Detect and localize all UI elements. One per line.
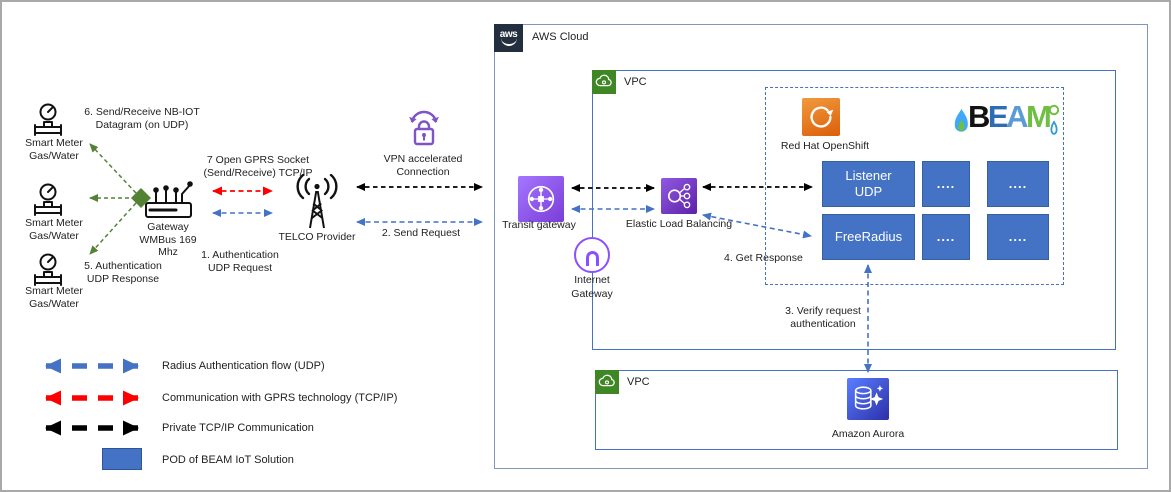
get-response-note: 4. Get Response: [724, 252, 803, 264]
auth-response-note: 5. Authentication UDP Response: [63, 260, 183, 285]
pod-placeholder-3: ....: [922, 214, 970, 260]
vpc2-label: VPC: [627, 376, 650, 388]
transit-gateway-glyph: [527, 185, 555, 213]
smart-meter-line1: Smart Meter: [25, 137, 83, 149]
smart-meter-label-2: Smart Meter Gas/Water: [9, 217, 99, 242]
pod-placeholder-1: ....: [922, 161, 970, 207]
smart-meter-label-3: Smart Meter Gas/Water: [9, 285, 99, 310]
vpn-connection-note: VPN accelerated Connection: [363, 153, 483, 178]
pod-freeradius-label: FreeRadius: [834, 229, 903, 244]
legend-label-pod: POD of BEAM IoT Solution: [162, 454, 294, 466]
pod-listener-line2: UDP: [854, 184, 883, 199]
smart-meter-line2: Gas/Water: [29, 149, 79, 162]
elb-glyph: [667, 183, 691, 209]
vpn-line1: VPN accelerated: [383, 153, 463, 165]
internet-gateway-line1: Internet: [574, 274, 610, 286]
gprs-socket-note: 7 Open GPRS Socket (Send/Receive) TCP/IP: [188, 154, 328, 179]
smart-meter-icon: [34, 253, 62, 286]
beam-flame-icon: [954, 109, 968, 132]
aurora-glyph: [854, 385, 884, 410]
telco-tower-icon: [296, 174, 338, 229]
aws-smile-icon: [500, 38, 517, 46]
internet-gateway-icon: [574, 237, 610, 273]
nb-iot-note: 6. Send/Receive NB-IOT Datagram (on UDP): [62, 106, 222, 131]
auth-response-line1: 5. Authentication: [84, 260, 162, 272]
openshift-label: Red Hat OpenShift: [780, 140, 870, 152]
pod-placeholder-4: ....: [987, 214, 1049, 260]
transit-gateway-label: Transit gateway: [502, 219, 576, 231]
vpn-line2: Connection: [396, 165, 450, 178]
smart-meter-icon: [34, 183, 62, 216]
beam-letter-a: A: [1006, 99, 1028, 134]
beam-logo: BEAM: [968, 99, 1052, 134]
smart-meter-line1: Smart Meter: [25, 217, 83, 229]
vpc1-label: VPC: [624, 76, 647, 88]
internet-gateway-line2: Gateway: [571, 287, 613, 300]
pod-listener-udp: Listener UDP: [822, 161, 915, 207]
auth-request-note: 1. Authentication UDP Request: [180, 249, 300, 274]
vpc2-box: [595, 370, 1118, 450]
elb-icon: [661, 178, 697, 214]
nb-iot-line1: 6. Send/Receive NB-IOT: [84, 106, 200, 118]
beam-letter-e: E: [987, 99, 1009, 134]
elb-label: Elastic Load Balancing: [625, 218, 733, 230]
aws-logo-icon: aws: [494, 24, 523, 52]
internet-gateway-label: Internet Gateway: [552, 274, 632, 301]
legend-label-gprs: Communication with GPRS technology (TCP/…: [162, 392, 398, 404]
auth-response-line2: UDP Response: [86, 272, 160, 285]
pod-dots: ....: [1008, 229, 1028, 244]
transit-gateway-icon: [518, 176, 564, 222]
gprs-line1: 7 Open GPRS Socket: [206, 154, 310, 166]
pod-dots: ....: [936, 229, 956, 244]
beam-droplets-icon: [1048, 104, 1060, 135]
verify-request-note: 3. Verify request authentication: [763, 305, 883, 330]
aws-cloud-label: AWS Cloud: [532, 31, 589, 43]
gateway-line1: Gateway: [147, 221, 189, 233]
openshift-arrows-glyph: [810, 106, 834, 128]
pod-freeradius: FreeRadius: [822, 214, 915, 260]
pod-listener-line1: Listener: [845, 168, 892, 183]
gateway-label: Gateway WMBus 169 Mhz: [123, 221, 213, 259]
smart-meter-line1: Smart Meter: [25, 285, 83, 297]
vpc-cloud-icon: [595, 74, 612, 87]
beam-letter-m: M: [1025, 99, 1052, 134]
vpc2-icon: [595, 370, 619, 394]
pod-dots: ....: [936, 176, 956, 191]
gateway-line3: Mhz: [158, 246, 178, 258]
nb-iot-line2: Datagram (on UDP): [95, 118, 189, 131]
beam-letter-b: B: [968, 99, 990, 134]
gprs-line2: (Send/Receive) TCP/IP: [203, 166, 313, 179]
vpc1-icon: [592, 70, 616, 94]
legend-label-private: Private TCP/IP Communication: [162, 422, 314, 434]
pod-placeholder-2: ....: [987, 161, 1049, 207]
vpn-lock-icon: [409, 110, 439, 146]
aurora-label: Amazon Aurora: [831, 428, 905, 440]
legend-label-radius: Radius Authentication flow (UDP): [162, 360, 325, 372]
auth-request-line2: UDP Request: [207, 261, 272, 274]
auth-request-line1: 1. Authentication: [201, 249, 279, 261]
gateway-icon: [145, 181, 193, 218]
send-request-note: 2. Send Request: [381, 227, 461, 239]
smart-meter-line2: Gas/Water: [29, 229, 79, 242]
aws-logo-text: aws: [499, 29, 518, 40]
openshift-icon: [802, 98, 840, 136]
aurora-icon: [847, 378, 889, 420]
verify-line2: authentication: [790, 317, 856, 330]
vpc-cloud-icon: [598, 374, 615, 387]
verify-line1: 3. Verify request: [785, 305, 861, 317]
telco-provider-label: TELCO Provider: [278, 231, 356, 243]
pod-dots: ....: [1008, 176, 1028, 191]
aws-cloud-box: [494, 24, 1148, 469]
legend-pod-swatch: [102, 448, 142, 470]
gateway-line2: WMBus 169: [139, 233, 197, 246]
internet-gateway-glyph: [585, 251, 599, 266]
smart-meter-label-1: Smart Meter Gas/Water: [9, 137, 99, 162]
smart-meter-icon: [34, 103, 62, 136]
smart-meter-line2: Gas/Water: [29, 297, 79, 310]
